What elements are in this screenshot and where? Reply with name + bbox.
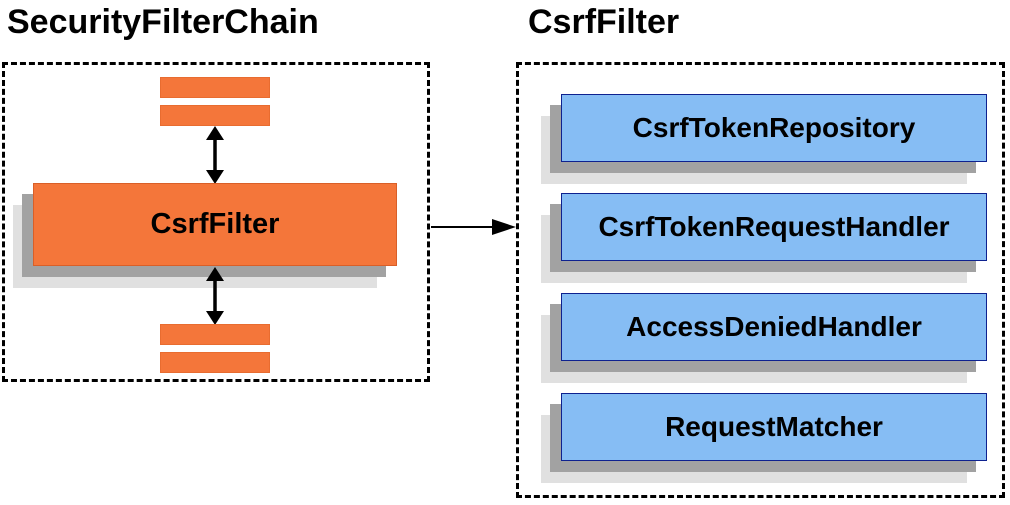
security-filter-chain-title: SecurityFilterChain (7, 3, 319, 41)
filter-placeholder-bar (160, 105, 270, 126)
component-node-access-denied-handler: AccessDeniedHandler (561, 293, 987, 361)
filter-placeholder-bar (160, 352, 270, 373)
component-node-csrf-token-request-handler: CsrfTokenRequestHandler (561, 193, 987, 261)
csrf-filter-node-label: CsrfFilter (150, 208, 280, 240)
security-filter-chain-container (2, 62, 430, 382)
csrf-filter-title: CsrfFilter (528, 3, 680, 41)
csrf-filter-container (516, 62, 1005, 498)
component-label: AccessDeniedHandler (626, 311, 922, 342)
filter-placeholder-bar (160, 77, 270, 98)
component-label: CsrfTokenRequestHandler (598, 211, 950, 242)
component-node-request-matcher: RequestMatcher (561, 393, 987, 461)
double-arrow-icon (206, 267, 224, 325)
component-node-csrf-token-repository: CsrfTokenRepository (561, 94, 987, 162)
double-arrow-icon (206, 126, 224, 184)
arrow-right-icon (431, 219, 516, 235)
filter-placeholder-bar (160, 324, 270, 345)
component-label: CsrfTokenRepository (632, 112, 916, 143)
component-label: RequestMatcher (665, 411, 883, 442)
csrf-filter-node: CsrfFilter (33, 183, 397, 266)
